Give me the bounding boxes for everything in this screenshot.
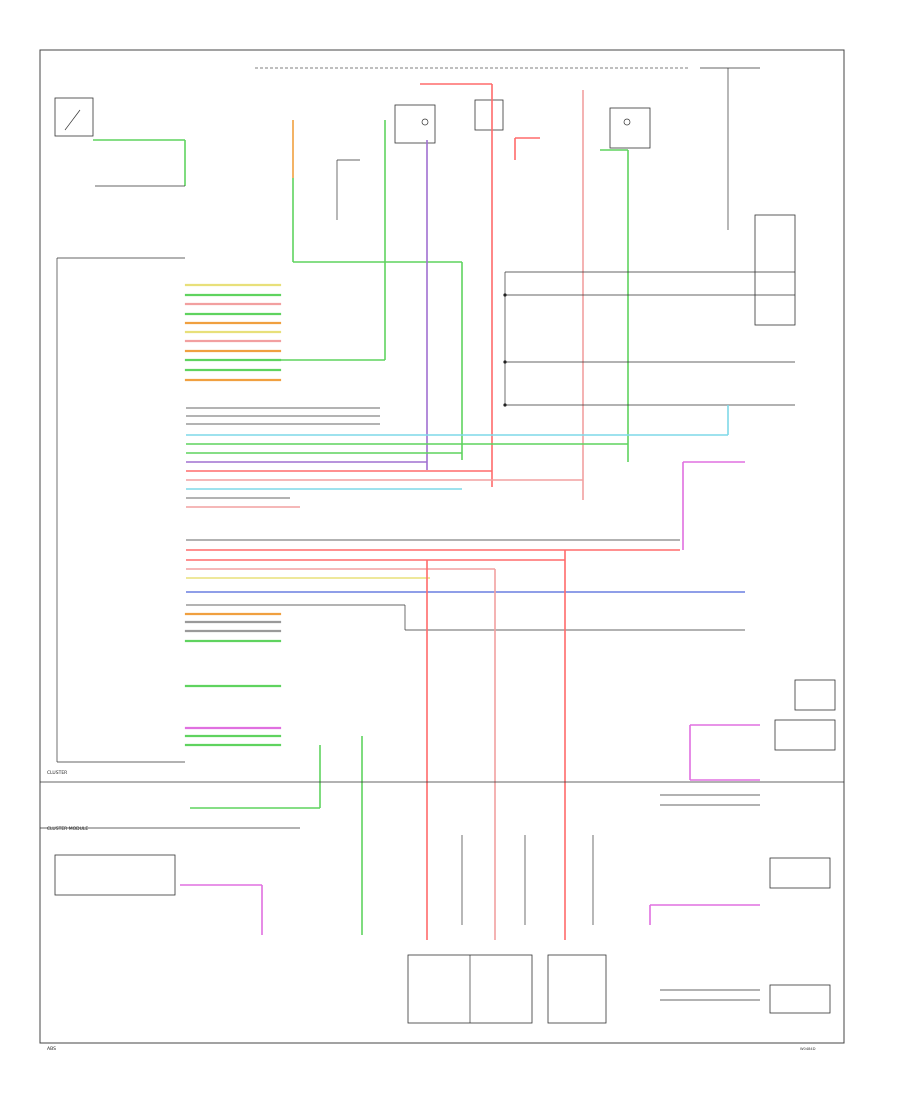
sensor-leads <box>461 835 594 925</box>
splice-1 <box>503 293 507 297</box>
fuse-block-right <box>754 214 796 326</box>
bottom-drops <box>190 550 566 940</box>
right-connector-lower <box>769 857 831 889</box>
relay-module-2 <box>474 99 504 131</box>
right-connector-upper <box>794 679 836 711</box>
abs-label: ABS <box>47 1046 56 1052</box>
bottom-module-right <box>547 954 607 1024</box>
right-magenta-loop <box>180 461 760 935</box>
cluster-label: CLUSTER <box>47 770 67 776</box>
lower-pin-group <box>184 539 745 747</box>
upper-pin-group <box>184 283 282 382</box>
right-connector-bottom <box>769 984 831 1014</box>
cluster-module-label: CLUSTER MODULE <box>47 826 88 832</box>
upper-long-runs <box>186 405 729 508</box>
cluster-module-box <box>54 854 176 896</box>
diagram-frame <box>39 49 845 1044</box>
splice-3 <box>503 403 507 407</box>
brake-switch-box <box>54 97 94 137</box>
splice-2 <box>503 360 507 364</box>
relay-coil-1 <box>421 118 429 126</box>
diagram-code: W0484D <box>800 1047 816 1051</box>
relay-coil-3 <box>623 118 631 126</box>
relay-module-3 <box>609 107 651 149</box>
brake-switch-lever <box>64 109 81 131</box>
right-connector-mid <box>774 719 836 751</box>
relay-module-1 <box>394 104 436 144</box>
